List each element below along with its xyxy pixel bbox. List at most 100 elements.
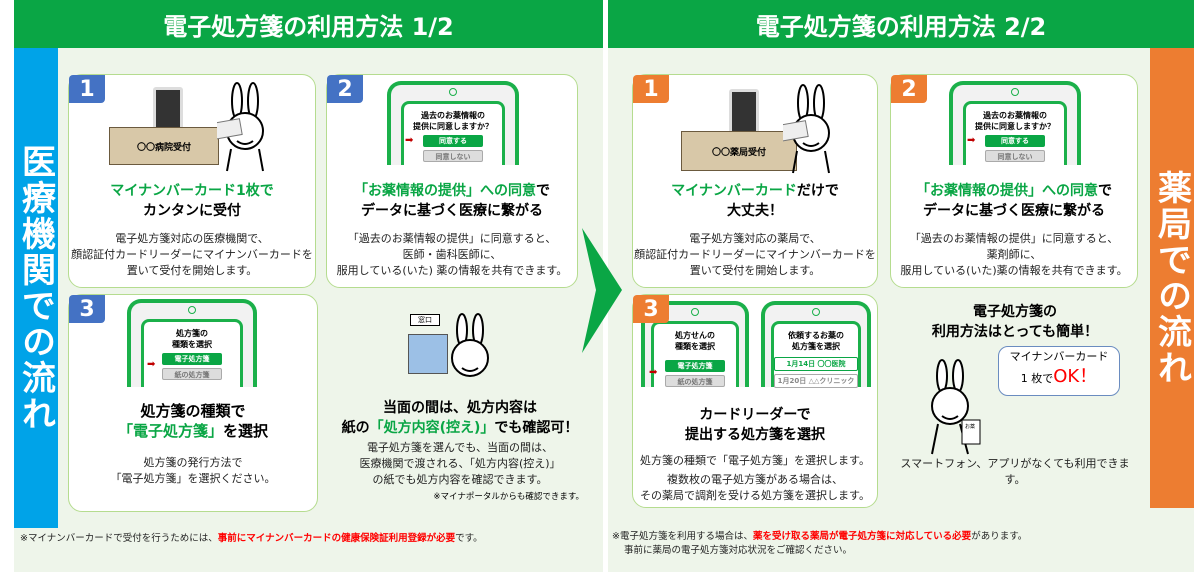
mascot-icon: お薬	[931, 359, 981, 455]
step-title: データに基づく医療に繋がる	[923, 203, 1105, 219]
next-arrow-icon	[582, 228, 622, 353]
phone-rx-type-screen: 処方箋の種類を選択 電子処方箋紙の処方箋	[127, 299, 257, 387]
reception-counter: 〇〇薬局受付	[681, 131, 797, 171]
phone-rx-select-screen: 依頼するお薬の処方箋を選択 1月14日 〇〇医院 1月20日 △△クリニック	[761, 301, 871, 388]
counter-sign: 窓口	[410, 314, 440, 326]
phone-rx-type-screen: 処方せんの種類を選択 電子処方箋紙の処方箋	[641, 301, 749, 387]
mascot-icon	[217, 82, 264, 172]
step-title-highlight: 「電子処方箋」	[117, 422, 223, 440]
bubble-text: マイナンバーカード	[1009, 350, 1109, 363]
consent-no-button: 同意しない	[423, 150, 483, 162]
step-desc: 置いて受付を開始します。	[689, 264, 821, 277]
footnote-text: があります。	[971, 531, 1028, 542]
step-desc: 服用している(いた) 薬の情報を共有できます。	[336, 264, 568, 277]
info-title: 当面の間は、処方内容は	[383, 400, 537, 416]
info-title: でも確認可！	[494, 420, 579, 436]
electronic-rx-button: 電子処方箋	[162, 353, 222, 365]
footnote-text: です。	[455, 533, 483, 544]
phone-text: 提供に同意しますか？	[413, 122, 493, 131]
medicine-paper-label: お薬	[965, 423, 975, 430]
phone-consent-screen: 過去のお薬情報の提供に同意しますか？ 同意する同意しない	[387, 81, 519, 165]
footnote-text: 事前に薬局の電子処方箋対応状況をご確認ください。	[624, 545, 853, 556]
step-desc: 複数枚の電子処方箋がある場合は、	[667, 473, 843, 486]
right-step2-card: 2 過去のお薬情報の提供に同意しますか？ 同意する同意しない ➡ 「お薬情報の提…	[890, 74, 1138, 288]
step-title: を選択	[223, 422, 269, 440]
right-step1-card: 1 〇〇薬局受付 マイナンバーカードだけで大丈夫！ 電子処方箋対応の薬局で、顔認…	[632, 74, 878, 288]
info-desc: スマートフォン、アプリがなくても利用できます。	[900, 457, 1130, 486]
info-desc: 医療機関で渡される、「処方内容(控え)」	[359, 457, 561, 470]
info-note: ※マイナポータルからも確認できます。	[433, 492, 584, 502]
step-number: 3	[633, 295, 669, 323]
step-desc: 顔認証付カードリーダーにマイナンバーカードを	[71, 248, 313, 261]
step-desc: 顔認証付カードリーダーにマイナンバーカードを	[634, 248, 876, 261]
bubble-ok: OK！	[1053, 366, 1098, 387]
step-desc: 「電子処方箋」を選択ください。	[110, 472, 276, 485]
phone-text: 過去のお薬情報の	[421, 111, 485, 120]
step-desc: 処方箋の種類で「電子処方箋」を選択します。	[640, 454, 870, 467]
phone-text: 種類を選択	[675, 342, 715, 351]
step-number: 1	[69, 75, 105, 103]
pharmacy-flow-label: 薬局での流れ	[1150, 48, 1194, 508]
rx-option: 1月14日 〇〇医院	[774, 357, 858, 371]
electronic-rx-button: 電子処方箋	[665, 360, 725, 372]
phone-text: 提供に同意しますか？	[975, 122, 1055, 131]
phone-text: 過去のお薬情報の	[983, 111, 1047, 120]
footnote-warning: 事前にマイナンバーカードの健康保険証利用登録が必要	[217, 533, 456, 544]
step-number: 2	[327, 75, 363, 103]
consent-yes-button: 同意する	[985, 135, 1045, 147]
mascot-icon	[783, 84, 830, 174]
info-title: 紙の	[341, 420, 370, 436]
step-desc: 電子処方箋対応の薬局で、	[689, 232, 821, 245]
step-title-highlight: 「お薬情報の提供」への同意	[354, 183, 536, 199]
right-header: 電子処方箋の利用方法 2/2	[608, 0, 1194, 48]
left-step3-card: 3 処方箋の種類を選択 電子処方箋紙の処方箋 ➡ 処方箋の種類で「電子処方箋」を…	[68, 294, 318, 512]
pointer-arrow-icon: ➡	[147, 359, 156, 370]
step-desc: 「過去のお薬情報の提供」に同意すると、	[347, 232, 557, 245]
left-step2-card: 2 過去のお薬情報の提供に同意しますか？ 同意する同意しない ➡ 「お薬情報の提…	[326, 74, 578, 288]
step-desc: 「過去のお薬情報の提供」に同意すると、	[909, 232, 1119, 245]
step-title-highlight: マイナンバーカード	[671, 183, 797, 199]
pointer-arrow-icon: ➡	[649, 367, 658, 378]
left-info: 窓口 当面の間は、処方内容は紙の「処方内容(控え)」でも確認可！ 電子処方箋を選…	[330, 300, 590, 510]
left-footnote: ※マイナンバーカードで受付を行うためには、事前にマイナンバーカードの健康保険証利…	[20, 532, 483, 546]
step-title-highlight: 「お薬情報の提供」への同意	[916, 183, 1098, 199]
step-desc: 服用している(いた)薬の情報を共有できます。	[900, 264, 1128, 277]
step-number: 3	[69, 295, 105, 323]
step-number: 1	[633, 75, 669, 103]
counter-window-icon	[408, 334, 448, 374]
left-step1-card: 1 〇〇病院受付 マイナンバーカード1枚でカンタンに受付 電子処方箋対応の医療機…	[68, 74, 316, 288]
phone-text: 処方せんの	[675, 331, 715, 340]
mascot-icon	[451, 313, 489, 377]
step-title: データに基づく医療に繋がる	[361, 203, 543, 219]
right-step3-card: 3 処方せんの種類を選択 電子処方箋紙の処方箋 ➡ 依頼するお薬の処方箋を選択 …	[632, 294, 878, 508]
rx-option: 1月20日 △△クリニック	[774, 374, 858, 388]
left-header: 電子処方箋の利用方法 1/2	[14, 0, 603, 48]
step-title: だけで	[796, 183, 839, 199]
step-title: 提出する処方箋を選択	[685, 427, 825, 443]
phone-text: 種類を選択	[172, 340, 212, 349]
step-desc: その薬局で調剤を受ける処方箋を選択します。	[640, 489, 870, 502]
consent-no-button: 同意しない	[985, 150, 1045, 162]
right-title: 電子処方箋の利用方法 2/2	[755, 12, 1047, 41]
step-title: 処方箋の種類で	[140, 402, 246, 420]
right-footnote: ※電子処方箋を利用する場合は、薬を受け取る薬局が電子処方箋に対応している必要があ…	[612, 530, 1027, 558]
footnote-text: ※マイナンバーカードで受付を行うためには、	[20, 533, 218, 544]
step-desc: 電子処方箋対応の医療機関で、	[115, 232, 269, 245]
info-desc: 電子処方箋を選んでも、当面の間は、	[366, 441, 554, 454]
step-title: 大丈夫！	[727, 203, 783, 219]
step-desc: 医師・歯科医師に、	[402, 248, 502, 261]
info-desc: の紙でも処方内容を確認できます。	[372, 473, 548, 486]
step-desc: 処方箋の発行方法で	[143, 456, 243, 469]
phone-text: 処方箋の	[176, 329, 208, 338]
step-title-highlight: マイナンバーカード1枚で	[110, 183, 274, 199]
info-title: 電子処方箋の	[973, 304, 1057, 320]
footnote-text: ※電子処方箋を利用する場合は、	[612, 531, 753, 542]
phone-text: 依頼するお薬の	[788, 331, 844, 340]
consent-yes-button: 同意する	[423, 135, 483, 147]
phone-consent-screen: 過去のお薬情報の提供に同意しますか？ 同意する同意しない	[949, 81, 1081, 165]
phone-text: 処方箋を選択	[792, 342, 840, 351]
footnote-warning: 薬を受け取る薬局が電子処方箋に対応している必要	[752, 531, 972, 542]
paper-rx-button: 紙の処方箋	[162, 368, 222, 380]
